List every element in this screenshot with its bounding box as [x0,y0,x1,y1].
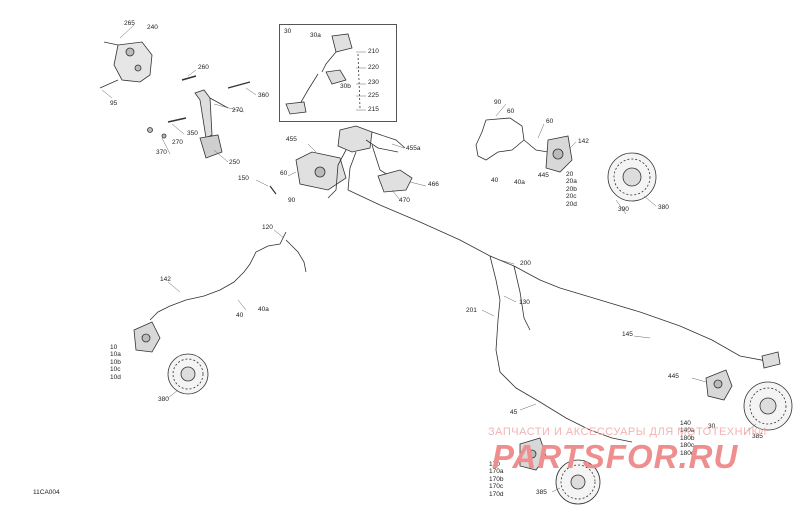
pedal-pivot-bolts [147,75,251,139]
callout-40a-right: 40a [514,179,525,186]
callout-270-bottom: 270 [172,139,183,146]
rear-right-disc [743,381,793,431]
right-front-caliper [545,135,573,173]
callout-455a: 455a [406,145,421,152]
callout-40a-left: 40a [258,306,269,313]
callout-380-left: 380 [158,396,169,403]
callout-45: 45 [510,409,518,416]
callout-380-right: 380 [658,204,669,211]
callout-40-left: 40 [236,312,244,319]
callout-120: 120 [262,224,273,231]
pedal-bracket [99,41,153,89]
callout-390: 390 [618,206,629,213]
brake-line-left-front [269,185,277,195]
inset-reservoir [285,33,361,115]
leader-lines [101,24,757,493]
callout-60-right-a: 60 [507,108,515,115]
callout-230: 230 [368,79,379,86]
rear-left-caliper [519,437,547,471]
left-front-disc [167,353,209,395]
master-cylinder [295,125,406,199]
callout-95: 95 [110,100,118,107]
reservoir-inset-frame [279,24,397,122]
callout-270-top: 270 [232,107,243,114]
diagram-code: 11CA004 [33,489,60,496]
callout-260: 260 [198,64,209,71]
callout-250: 250 [229,159,240,166]
callout-30b: 30b [340,83,351,90]
callout-445-front: 445 [538,172,549,179]
callout-60-right-b: 60 [546,118,554,125]
junction-block [377,169,413,193]
callout-30a: 30a [310,32,321,39]
callout-142-left: 142 [160,276,171,283]
callout-200: 200 [520,260,531,267]
callout-466: 466 [428,181,439,188]
callout-60-left: 60 [280,170,288,177]
watermark-logo: PARTSFOR.RU [492,438,739,475]
callout-90-right: 90 [494,99,502,106]
callout-210: 210 [368,48,379,55]
callout-455: 455 [286,136,297,143]
callout-30-small: 30 [708,423,716,430]
left-front-hose [149,231,307,321]
callout-130: 130 [519,299,530,306]
inset-label: 30 [284,28,292,35]
callout-215: 215 [368,106,379,113]
callout-220: 220 [368,64,379,71]
callout-150: 150 [238,175,249,182]
callout-225: 225 [368,92,379,99]
main-brake-line [347,189,773,443]
callout-445-rear: 445 [668,373,679,380]
right-front-disc [607,152,657,202]
watermark-text: ЗАПЧАСТИ И АКСЕССУАРЫ ДЛЯ МОТОТЕХНИКИ [488,426,767,438]
callout-370: 370 [156,149,167,156]
callout-240: 240 [147,24,158,31]
callout-360: 360 [258,92,269,99]
right-front-hose [475,117,549,161]
callout-90-center: 90 [288,197,296,204]
callout-142-right: 142 [578,138,589,145]
callout-385-bottom: 385 [536,489,547,496]
left-front-caliper [133,321,161,353]
rear-left-disc [555,459,601,505]
callout-201: 201 [466,307,477,314]
callout-350: 350 [187,130,198,137]
callout-470: 470 [399,197,410,204]
callout-385-right: 385 [752,433,763,440]
callout-265: 265 [124,20,135,27]
rear-right-caliper [705,351,781,401]
callout-145: 145 [622,331,633,338]
pedal-arm [194,89,229,159]
callout-40-right: 40 [491,177,499,184]
